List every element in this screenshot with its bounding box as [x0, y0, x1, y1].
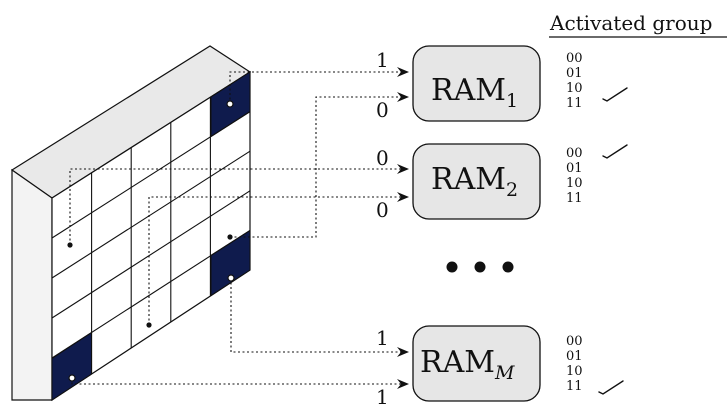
sample-point — [146, 322, 152, 328]
ram2-subscript: 2 — [506, 179, 518, 201]
ram1-name: RAM — [431, 73, 506, 108]
ramM-subscript: M — [494, 362, 515, 384]
grid-horizontal-lines — [51, 111, 251, 359]
ram2-name: RAM — [431, 162, 506, 197]
code-item: 11 — [566, 191, 583, 206]
ellipsis-icon — [446, 261, 514, 273]
code-item: 00 — [566, 334, 583, 349]
code-item: 01 — [566, 66, 583, 81]
code-item: 11 — [566, 96, 583, 111]
ram2-input-top-label: 0 — [376, 146, 389, 170]
sample-point — [226, 100, 234, 108]
activated-group-header: Activated group — [549, 11, 712, 35]
ramM-name: RAM — [420, 345, 495, 380]
ram1-input-bottom-label: 0 — [376, 98, 389, 122]
sampling-points — [67, 100, 235, 382]
grid-side-face — [11, 168, 53, 401]
ram-box-1: RAM1 — [412, 45, 541, 122]
svg-text:RAM2: RAM2 — [431, 162, 518, 201]
ram-box-m: RAMM — [412, 325, 541, 402]
svg-text:RAMM: RAMM — [420, 345, 515, 384]
ram1-input-top-label: 1 — [376, 48, 389, 72]
ram-box-2: RAM2 — [412, 143, 541, 220]
code-item: 10 — [566, 176, 583, 191]
connector-ramM-top — [230, 278, 409, 357]
sample-point — [227, 234, 233, 240]
ram2-input-bottom-label: 0 — [376, 198, 389, 222]
code-item: 00 — [566, 146, 583, 161]
ram1-subscript: 1 — [506, 90, 518, 112]
connector-ram1-top — [229, 67, 409, 104]
sample-point — [68, 374, 76, 382]
check-icon — [602, 87, 628, 102]
svg-text:RAM1: RAM1 — [431, 73, 518, 112]
connector-ram1-bottom — [230, 92, 409, 238]
code-item: 10 — [566, 364, 583, 379]
connector-ramM-bottom — [71, 378, 409, 389]
code-item: 10 — [566, 81, 583, 96]
code-list-ram2: 00 01 10 11 — [566, 146, 583, 206]
code-item: 01 — [566, 161, 583, 176]
check-marks — [598, 87, 628, 395]
ramM-input-top-label: 1 — [376, 326, 389, 350]
sample-point — [227, 274, 235, 282]
check-icon — [598, 380, 624, 395]
check-icon — [602, 144, 628, 159]
code-item: 00 — [566, 51, 583, 66]
sample-point — [67, 242, 73, 248]
code-list-ramM: 00 01 10 11 — [566, 334, 583, 394]
input-grid-block — [10, 45, 252, 402]
code-list-ram1: 00 01 10 11 — [566, 51, 583, 111]
code-item: 11 — [566, 379, 583, 394]
code-item: 01 — [566, 349, 583, 364]
ramM-input-bottom-label: 1 — [376, 385, 389, 405]
connector-ram2-bottom — [148, 192, 409, 325]
